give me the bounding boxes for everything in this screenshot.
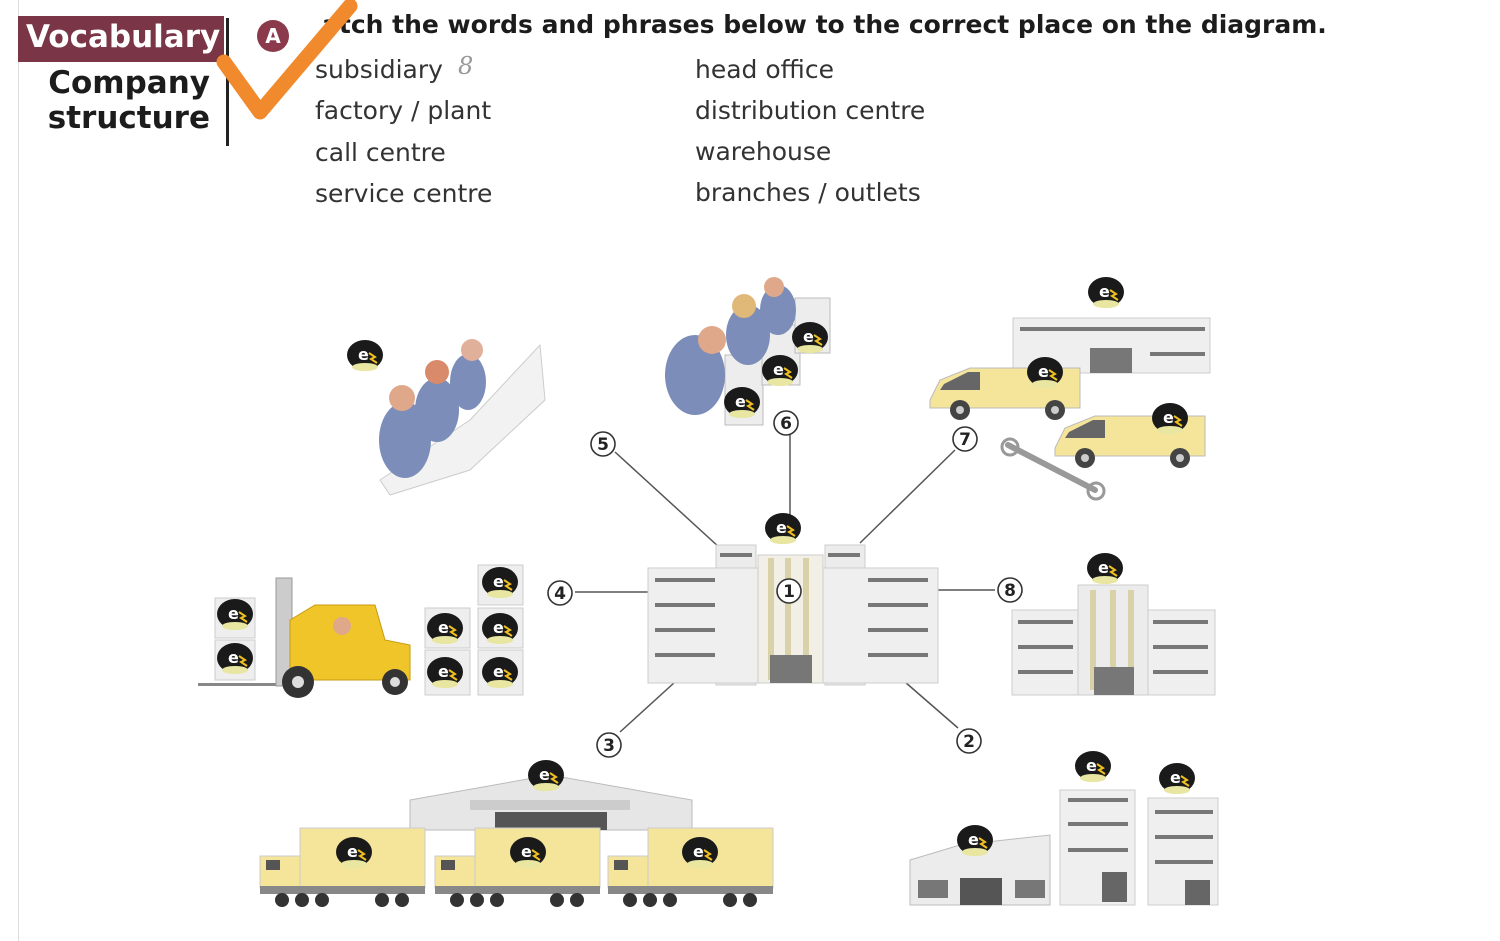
section-title: Company structure [48, 66, 210, 136]
callout-8: 8 [1004, 581, 1016, 601]
vocabulary-tab: Vocabulary [18, 16, 224, 62]
distribution-centre-group [259, 774, 774, 908]
callout-3: 3 [603, 736, 615, 756]
head-office-building [647, 544, 939, 686]
divider [226, 18, 229, 146]
instruction-text: atch the words and phrases below to the … [322, 10, 1327, 39]
logo-icons [216, 276, 1196, 869]
callout-1: 1 [783, 582, 795, 602]
word-item: branches / outlets [695, 178, 921, 207]
connector-lines [575, 435, 995, 733]
subsidiary-building [1011, 584, 1216, 696]
checkmark-icon [216, 0, 358, 120]
exercise-badge: A [257, 20, 289, 52]
section-title-line2: structure [47, 100, 210, 136]
service-centre-group [665, 277, 831, 426]
word-item: head office [695, 55, 834, 84]
branches-group [909, 789, 1219, 906]
callout-2: 2 [963, 732, 975, 752]
warehouse-group [198, 564, 524, 698]
call-centre-group [379, 339, 546, 496]
word-item: call centre [315, 138, 446, 167]
callout-5: 5 [597, 435, 609, 455]
word-item: service centre [315, 179, 493, 208]
factory-building [1012, 317, 1211, 374]
callout-circles [547, 410, 1023, 758]
callout-6: 6 [780, 414, 792, 434]
vocabulary-label: Vocabulary [26, 19, 221, 55]
word-item: warehouse [695, 137, 832, 166]
page-edge [18, 0, 19, 941]
section-title-line1: Company [48, 65, 210, 101]
handwritten-answer: 8 [458, 52, 474, 80]
callout-7: 7 [959, 430, 971, 450]
callout-4: 4 [554, 584, 566, 604]
word-item: distribution centre [695, 96, 926, 125]
word-item: subsidiary [315, 55, 443, 84]
word-item: factory / plant [315, 96, 492, 125]
